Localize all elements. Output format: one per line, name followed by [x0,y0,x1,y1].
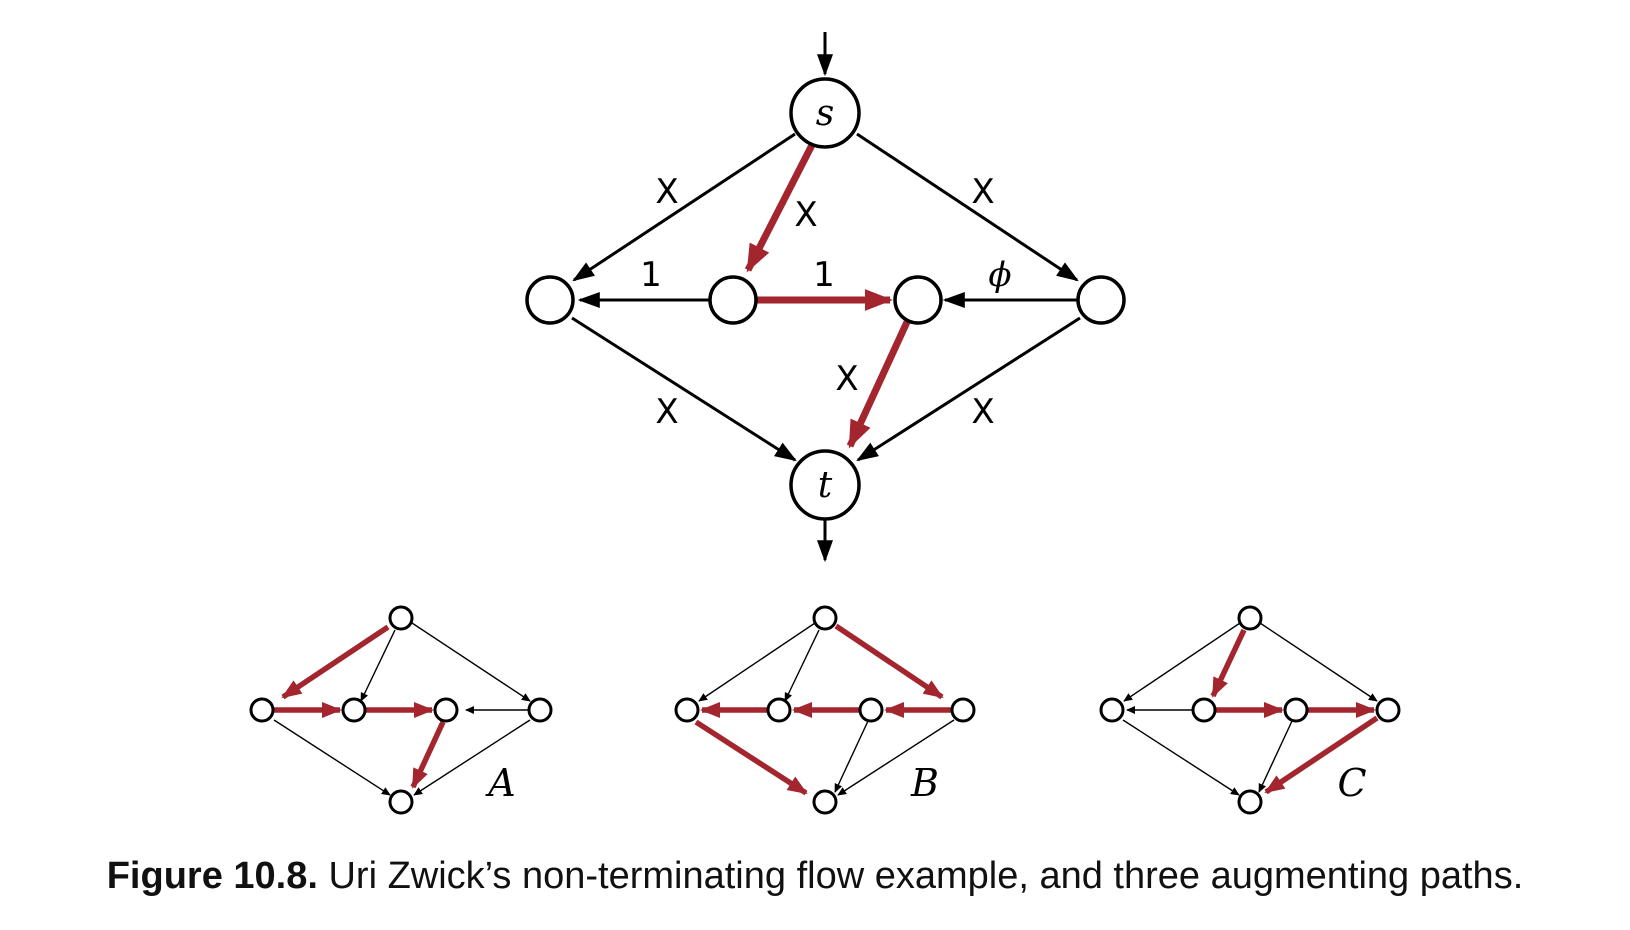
path-a-label: A [485,761,515,805]
node-a-c [433,697,459,723]
edge-s-to-a [572,132,796,282]
capacity-s-to-a: X [655,172,678,212]
capacity-d-to-c: ϕ [988,255,1011,295]
edge-c-a-to-t [1122,719,1240,796]
source-label: s [816,93,834,134]
edge-s-to-d [856,132,1079,282]
edge-b-s-to-a [698,622,816,702]
red-edge-b-s-to-d [834,623,944,700]
edge-a-s-to-d [411,622,531,702]
node-a-s [388,605,414,631]
node-a-d [527,697,553,723]
capacity-s-to-d: X [971,172,994,212]
source-node [789,77,861,149]
node-c-c [1283,697,1309,723]
edge-a-d-to-t [413,719,531,796]
edge-c-s-to-d [1259,622,1378,702]
caption-text: Uri Zwick’s non-terminating flow example… [317,855,1524,897]
augmenting-path-a: A [249,605,553,815]
red-edge-b-a-to-t [694,719,808,796]
figure-number: Figure 10.8. [106,855,318,897]
capacity-b-to-c: 1 [813,255,835,295]
sink-label: t [818,465,833,506]
edge-b-s-to-b [784,629,820,702]
edge-a-to-t [571,316,797,462]
node-a-b [341,697,367,723]
node-b-t [812,789,838,815]
sink-node [789,449,861,521]
edge-a-s-to-b [360,629,396,702]
edge-d-to-t [856,316,1081,462]
red-edge-s-to-b [744,143,816,273]
red-edge-a-s-to-a [281,624,390,700]
node-b-a [674,697,700,723]
augmenting-path-b: B [674,605,976,815]
node-c-s [1237,605,1263,631]
red-edge-c-s-to-b [1210,628,1247,698]
node-b [708,275,758,325]
edge-b-c-to-t [834,720,869,793]
node-a-a [249,697,275,723]
node-b-s [812,605,838,631]
node-c-a [1099,697,1125,723]
node-b-c [858,697,884,723]
edge-b-d-to-t [837,719,955,796]
node-a-t [388,789,414,815]
edge-c-s-to-a [1123,622,1241,702]
node-c-d [1375,697,1401,723]
node-b-d [950,697,976,723]
node-c-t [1237,789,1263,815]
red-edge-c-to-t [846,320,911,449]
red-edge-a-c-to-t [410,720,446,789]
red-edge-c-d-to-t [1264,715,1379,795]
node-d [1076,275,1126,325]
augmenting-path-c: C [1099,605,1401,815]
node-b-b [766,697,792,723]
capacity-d-to-t: X [971,392,994,432]
node-c [893,275,943,325]
figure-caption: Figure 10.8. Uri Zwick’s non-terminating… [0,855,1630,898]
path-c-label: C [1337,761,1366,805]
capacity-s-to-b: X [794,195,817,235]
main-graph: s t X X X 1 1 ϕ X X X [525,32,1126,563]
path-b-label: B [910,761,939,805]
capacity-b-to-a: 1 [640,255,662,295]
node-c-b [1191,697,1217,723]
capacity-c-to-t: X [835,359,858,399]
edge-c-c-to-t [1258,720,1293,793]
node-a [525,275,575,325]
edge-a-a-to-t [273,719,391,796]
capacity-a-to-t: X [655,392,678,432]
